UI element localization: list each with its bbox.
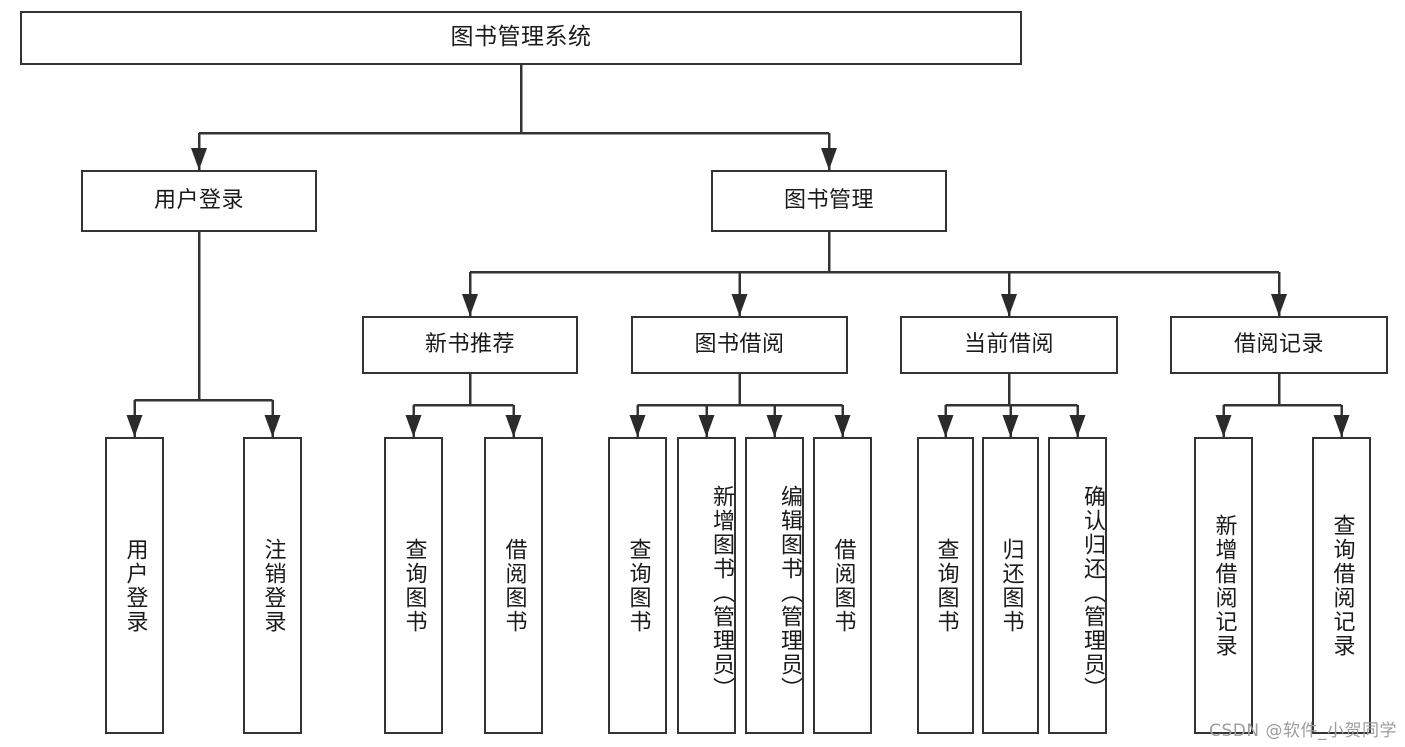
node-book-management-module[interactable]: 图书管理 [711, 170, 947, 232]
node-label: 用户登录 [122, 537, 148, 634]
leaf-current-query-book[interactable]: 查询图书 [917, 437, 974, 734]
node-label: 用户登录 [153, 188, 244, 214]
node-label: 图书借阅 [694, 332, 785, 358]
leaf-borrow-add-book-admin[interactable]: 新增图书（管理员） [677, 437, 736, 734]
leaf-current-return-book[interactable]: 归还图书 [982, 437, 1039, 734]
node-label: 编辑图书（管理员） [777, 484, 802, 701]
leaf-borrow-borrow-book[interactable]: 借阅图书 [813, 437, 872, 734]
csdn-watermark: CSDN @软件_小贺同学 [1209, 721, 1397, 741]
leaf-user-login[interactable]: 用户登录 [105, 437, 164, 734]
leaf-borrow-query-book[interactable]: 查询图书 [608, 437, 667, 734]
node-new-book-recommend[interactable]: 新书推荐 [362, 316, 578, 374]
node-label: 借阅图书 [830, 537, 856, 634]
node-label: 查询图书 [933, 537, 959, 634]
node-label: 新书推荐 [424, 332, 515, 358]
node-label: 查询图书 [625, 537, 651, 634]
node-label: 查询图书 [401, 537, 427, 634]
node-root-system[interactable]: 图书管理系统 [20, 11, 1022, 65]
leaf-current-confirm-return-admin[interactable]: 确认归还（管理员） [1048, 437, 1107, 734]
node-label: 新增借阅记录 [1211, 513, 1237, 658]
node-borrow-record[interactable]: 借阅记录 [1170, 316, 1388, 374]
node-user-login-module[interactable]: 用户登录 [81, 170, 317, 232]
leaf-new-borrow-book[interactable]: 借阅图书 [484, 437, 543, 734]
node-label: 新增图书（管理员） [709, 484, 734, 701]
node-label: 图书管理系统 [450, 24, 592, 51]
node-label: 图书管理 [783, 188, 874, 214]
node-label: 注销登录 [260, 537, 286, 634]
node-label: 确认归还（管理员） [1080, 484, 1105, 701]
node-label: 借阅图书 [501, 537, 527, 634]
node-current-borrow[interactable]: 当前借阅 [900, 316, 1118, 374]
leaf-record-query-borrow-record[interactable]: 查询借阅记录 [1312, 437, 1371, 734]
leaf-user-logout[interactable]: 注销登录 [243, 437, 302, 734]
node-book-borrow[interactable]: 图书借阅 [631, 316, 848, 374]
leaf-record-add-borrow-record[interactable]: 新增借阅记录 [1194, 437, 1253, 734]
node-label: 查询借阅记录 [1329, 513, 1355, 658]
node-label: 借阅记录 [1233, 332, 1324, 358]
leaf-borrow-edit-book-admin[interactable]: 编辑图书（管理员） [745, 437, 804, 734]
node-label: 当前借阅 [963, 332, 1054, 358]
leaf-new-query-book[interactable]: 查询图书 [384, 437, 443, 734]
node-label: 归还图书 [998, 537, 1024, 634]
